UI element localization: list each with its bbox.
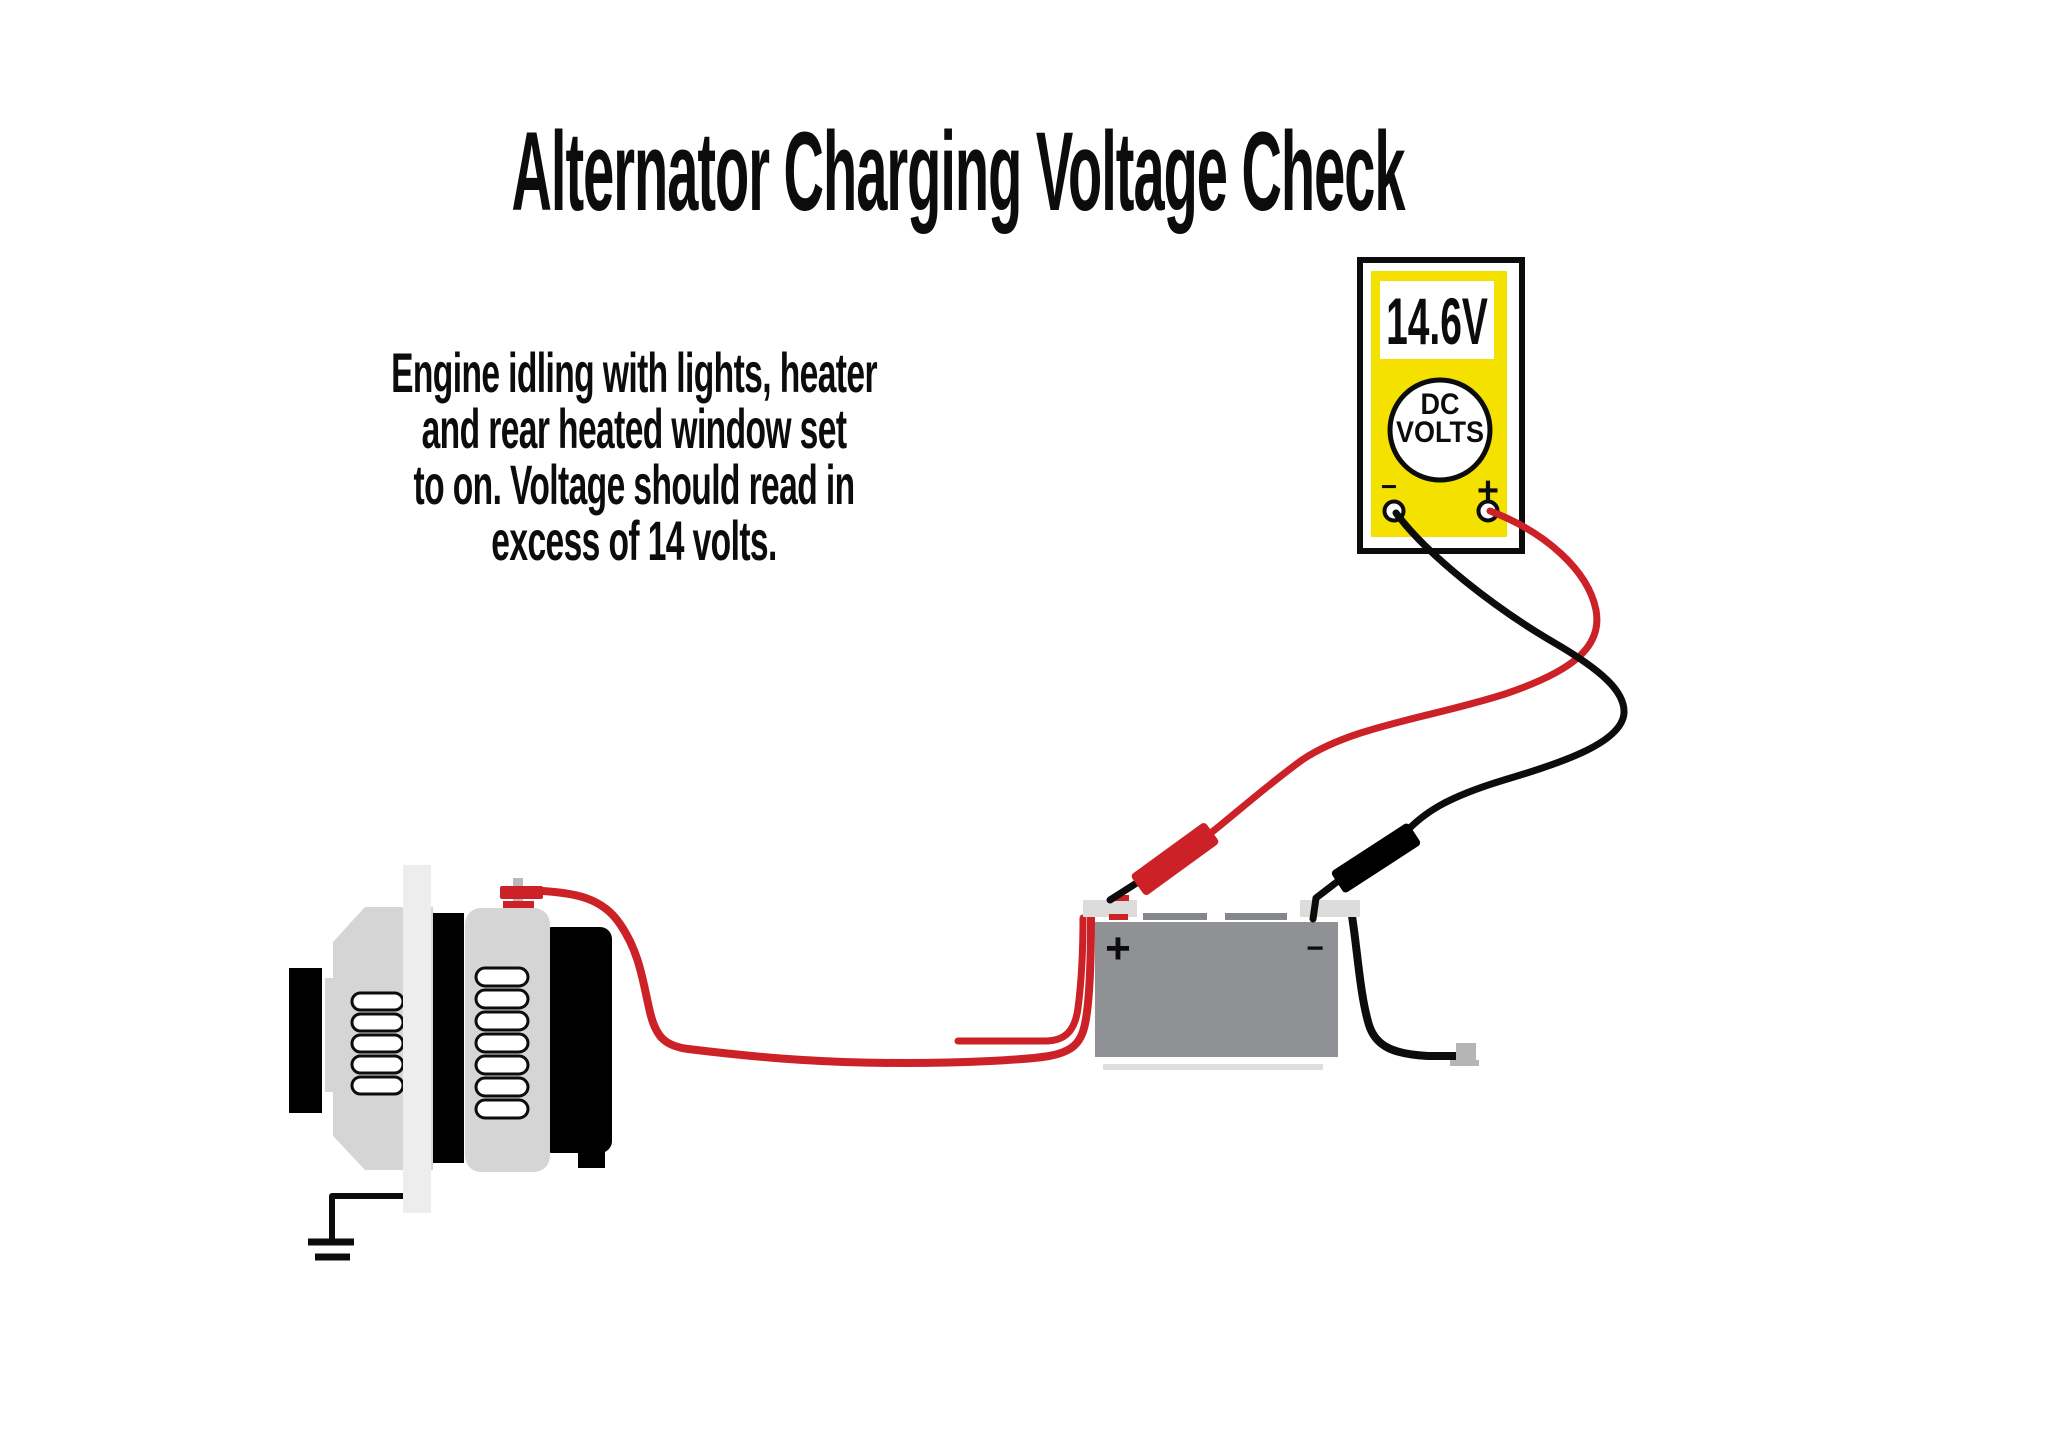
page-title: Alternator Charging Voltage Check [511,109,1406,234]
dial-label-top: DC [1421,388,1460,422]
vent-slot [350,991,405,1012]
black-alligator-clip [1309,823,1421,923]
battery-positive-terminal [1083,900,1137,917]
chassis-connector-plate [1450,1060,1479,1066]
chassis-connector [1450,1043,1479,1066]
note-line: Engine idling with lights, heater [391,341,877,404]
alternator-rear-foot [578,1150,605,1168]
battery-cell-cap [1143,913,1207,920]
dial-label-bottom: VOLTS [1396,416,1484,450]
vent-slot [474,1010,530,1032]
vent-slot [474,1032,530,1054]
positive-clip-contact [1109,914,1128,920]
alternator-pulley [289,968,322,1113]
multimeter-dial[interactable] [1387,377,1493,483]
battery: + − [1083,895,1460,1070]
b-plus-connector-base [503,901,534,908]
battery-plus-label: + [1105,924,1131,973]
battery-shadow [1103,1064,1323,1070]
red-clip-body [1131,823,1219,895]
b-plus-connector [500,886,543,899]
vent-slot [474,988,530,1010]
red-probe-lead [1203,507,1601,840]
vent-slot [350,1075,405,1096]
battery-body [1095,922,1338,1057]
alternator-rear-housing [540,927,612,1153]
multimeter-display [1380,281,1494,359]
vent-slot [474,966,530,988]
meter-minus-label: − [1381,471,1397,502]
battery-cell-cap [1225,913,1287,920]
note-line: and rear heated window set [422,397,847,460]
alternator-output-wire-strand [954,914,1087,1045]
black-clip-jaw [1309,874,1346,923]
vent-slot [350,1054,405,1075]
alternator-bracket-strip [403,865,431,1213]
battery-minus-label: − [1306,932,1324,965]
positive-clip-contact [1114,895,1129,901]
vent-slot [474,1076,530,1098]
vent-slot [350,1033,405,1054]
chassis-connector-block [1456,1043,1476,1060]
note-line: excess of 14 volts. [491,509,776,572]
ground-symbol [308,1193,407,1261]
vent-slot [350,1012,405,1033]
ground-wire [329,1193,407,1245]
battery-negative-terminal [1300,900,1360,917]
vent-slot [474,1054,530,1076]
alternator [289,865,612,1261]
multimeter-reading: 14.6V [1386,286,1488,359]
alternator-output-wire [539,887,1095,1067]
black-clip-body [1331,823,1421,893]
alternator-center-band [433,913,464,1163]
vent-slot [474,1098,530,1120]
black-probe-lead [1392,509,1628,838]
instruction-note: Engine idling with lights, heater and re… [391,341,878,572]
red-alligator-clip [1106,823,1219,904]
note-line: to on. Voltage should read in [414,453,855,516]
battery-ground-wire [1348,912,1460,1060]
multimeter: 14.6V DC VOLTS − + [1357,257,1525,554]
